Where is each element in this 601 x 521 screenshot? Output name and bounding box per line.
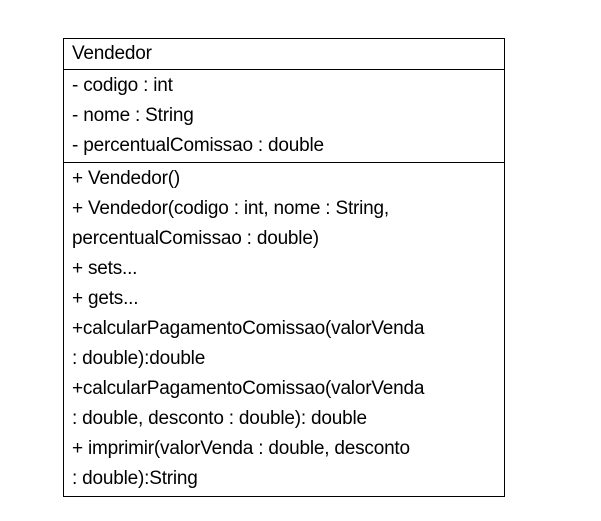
method-constructor-params-line2: percentualComissao : double) [72, 228, 319, 249]
method-sets: + sets... [72, 258, 138, 279]
method-imprimir-line1: + imprimir(valorVenda : double, desconto [72, 438, 410, 459]
method-calcular-pagamento-comissao-1-line2: : double):double [72, 348, 206, 369]
class-name-section: Vendedor [64, 39, 504, 69]
attribute-percentual-comissao: - percentualComissao : double [72, 135, 324, 156]
method-imprimir-line2: : double):String [72, 468, 198, 489]
attribute-codigo: - codigo : int [72, 75, 173, 96]
method-gets: + gets... [72, 288, 139, 309]
class-name: Vendedor [72, 43, 152, 64]
attribute-nome: - nome : String [72, 105, 194, 126]
methods-section: + Vendedor() + Vendedor(codigo : int, no… [64, 162, 504, 496]
attributes-section: - codigo : int - nome : String - percent… [64, 69, 504, 162]
method-calcular-pagamento-comissao-1-line1: +calcularPagamentoComissao(valorVenda [72, 318, 425, 339]
method-constructor-params-line1: + Vendedor(codigo : int, nome : String, [72, 198, 389, 219]
method-constructor-default: + Vendedor() [72, 168, 180, 189]
method-calcular-pagamento-comissao-2-line1: +calcularPagamentoComissao(valorVenda [72, 378, 425, 399]
uml-class-box: Vendedor - codigo : int - nome : String … [63, 38, 505, 497]
method-calcular-pagamento-comissao-2-line2: : double, desconto : double): double [72, 408, 367, 429]
